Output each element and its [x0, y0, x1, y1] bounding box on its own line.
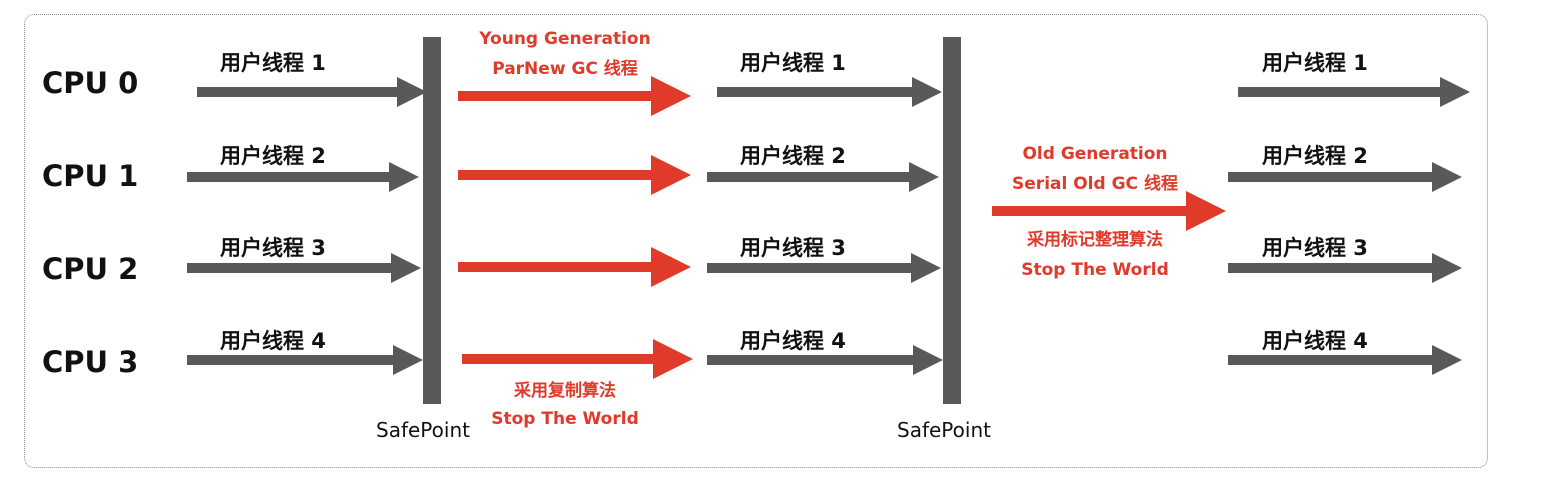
red-arrow-young-row3 — [462, 339, 693, 379]
thread-label-col2-3: 用户线程 3 — [740, 236, 846, 260]
cpu-label-3: CPU 3 — [42, 345, 139, 379]
safepoint-label-1: SafePoint — [376, 418, 470, 442]
red-arrow-young-row0 — [458, 76, 691, 116]
red-arrow-old — [992, 191, 1226, 231]
gray-arrow-col1-row2 — [187, 253, 421, 283]
young-gc-thread-label: ParNew GC 线程 — [492, 59, 638, 79]
young-gc-algorithm: 采用复制算法 — [514, 381, 616, 401]
young-gen-title: Young Generation — [479, 29, 651, 49]
thread-label-col3-4: 用户线程 4 — [1262, 329, 1368, 353]
gray-arrow-col2-row3 — [707, 345, 943, 375]
gray-arrow-col2-row0 — [717, 77, 942, 107]
cpu-label-1: CPU 1 — [42, 159, 139, 193]
gray-arrow-col2-row1 — [707, 162, 939, 192]
gray-arrow-col1-row0 — [197, 77, 427, 107]
thread-label-col2-1: 用户线程 1 — [740, 51, 846, 75]
thread-label-col1-1: 用户线程 1 — [220, 51, 326, 75]
red-arrow-young-row2 — [458, 247, 691, 287]
thread-label-col2-4: 用户线程 4 — [740, 329, 846, 353]
safepoint-bar-2 — [943, 37, 961, 404]
gray-arrow-col2-row2 — [707, 253, 941, 283]
thread-label-col1-2: 用户线程 2 — [220, 144, 326, 168]
old-gc-stw: Stop The World — [1021, 260, 1169, 280]
thread-label-col2-2: 用户线程 2 — [740, 144, 846, 168]
gray-arrow-col3-row3 — [1228, 345, 1462, 375]
old-gc-thread-label: Serial Old GC 线程 — [1012, 174, 1178, 194]
thread-label-col1-3: 用户线程 3 — [220, 236, 326, 260]
gray-arrow-col3-row2 — [1228, 253, 1462, 283]
cpu-label-0: CPU 0 — [42, 66, 139, 100]
thread-label-col3-3: 用户线程 3 — [1262, 236, 1368, 260]
young-gc-stw: Stop The World — [491, 409, 639, 429]
gray-arrow-col1-row3 — [187, 345, 423, 375]
old-gc-algorithm: 采用标记整理算法 — [1027, 230, 1163, 250]
safepoint-label-2: SafePoint — [897, 418, 991, 442]
thread-label-col3-2: 用户线程 2 — [1262, 144, 1368, 168]
gray-arrow-col3-row0 — [1238, 77, 1470, 107]
red-arrow-young-row1 — [458, 155, 691, 195]
thread-label-col3-1: 用户线程 1 — [1262, 51, 1368, 75]
cpu-label-2: CPU 2 — [42, 252, 139, 286]
diagram-frame — [24, 14, 1488, 468]
gray-arrow-col3-row1 — [1228, 162, 1462, 192]
old-gen-title: Old Generation — [1022, 144, 1168, 164]
thread-label-col1-4: 用户线程 4 — [220, 329, 326, 353]
gray-arrow-col1-row1 — [187, 162, 419, 192]
safepoint-bar-1 — [423, 37, 441, 404]
